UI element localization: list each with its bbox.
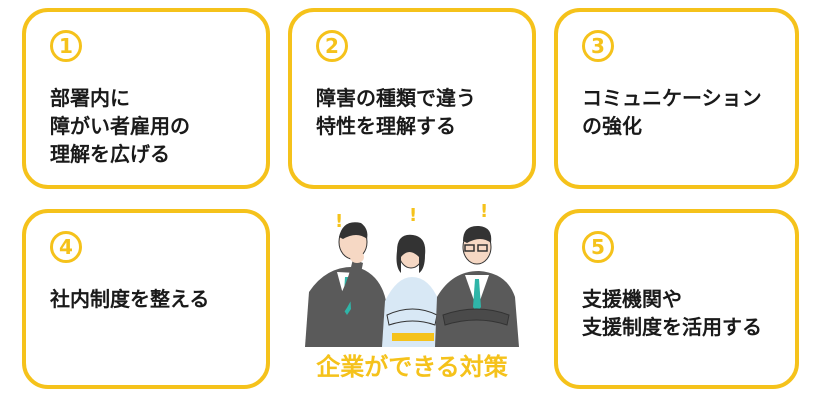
measure-card-5: 5 支援機関や 支援制度を活用する [554, 209, 799, 389]
circled-number-3: 3 [582, 30, 614, 62]
number-badge-3: 3 [582, 30, 771, 62]
number-badge-1: 1 [50, 30, 242, 62]
woman-middle-icon [382, 234, 441, 347]
caption-title: 企業ができる対策 [316, 353, 508, 381]
man-right-icon [435, 225, 519, 347]
circled-number-2: 2 [316, 30, 348, 62]
center-illustration: ! ! ! [287, 197, 537, 399]
measure-card-4: 4 社内制度を整える [22, 209, 270, 389]
number-badge-4: 4 [50, 231, 242, 263]
circled-number-4: 4 [50, 231, 82, 263]
man-left-icon [305, 222, 389, 347]
measure-text-3: コミュニケーション の強化 [582, 86, 762, 138]
measure-card-1: 1 部署内に 障がい者雇用の 理解を広げる [22, 8, 270, 189]
measure-card-3: 3 コミュニケーション の強化 [554, 8, 799, 189]
thinking-people-illustration: ! ! ! [305, 201, 519, 347]
circled-number-5: 5 [582, 231, 614, 263]
measure-card-2: 2 障害の種類で違う 特性を理解する [288, 8, 536, 189]
exclamation-mark-right: ! [480, 201, 488, 222]
measure-text-2: 障害の種類で違う 特性を理解する [316, 86, 476, 138]
circled-number-1: 1 [50, 30, 82, 62]
measure-text-4: 社内制度を整える [50, 287, 210, 311]
measure-text-5: 支援機関や 支援制度を活用する [582, 287, 762, 339]
number-badge-2: 2 [316, 30, 508, 62]
exclamation-mark-left: ! [335, 211, 343, 232]
number-badge-5: 5 [582, 231, 771, 263]
exclamation-mark-middle: ! [409, 205, 417, 226]
measure-text-1: 部署内に 障がい者雇用の 理解を広げる [50, 86, 190, 166]
